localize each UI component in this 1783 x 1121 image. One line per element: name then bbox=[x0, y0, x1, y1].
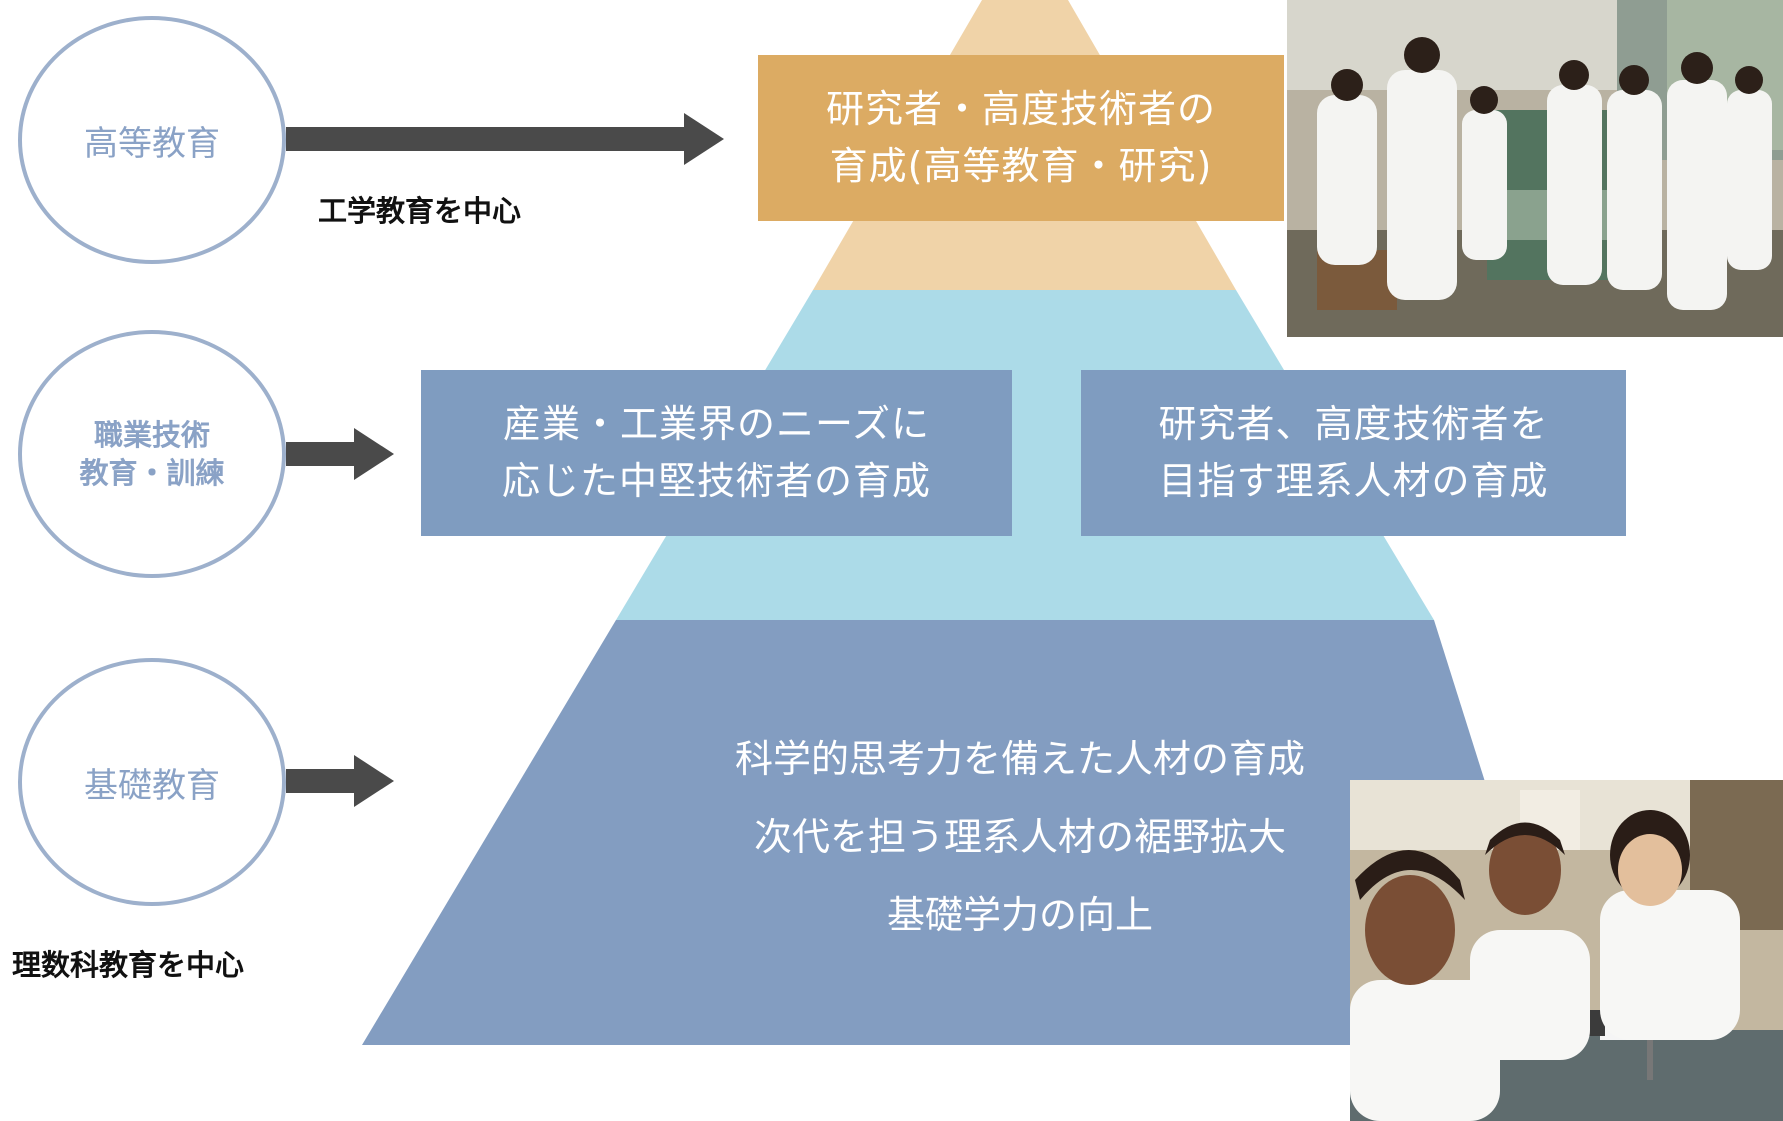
circle-label-basic: 基礎教育 bbox=[84, 765, 220, 806]
arrow-higher-education bbox=[286, 113, 724, 165]
arrow-basic-education bbox=[286, 755, 394, 807]
base-line-expand-science-base: 次代を担う理系人材の裾野拡大 bbox=[753, 815, 1286, 859]
pyramid-base-tier bbox=[362, 620, 1568, 1045]
circle-label-higher: 高等教育 bbox=[84, 123, 220, 164]
caption-engineering-focus: 工学教育を中心 bbox=[318, 194, 522, 228]
base-line-scientific-thinking: 科学的思考力を備えた人材の育成 bbox=[734, 737, 1305, 781]
lab-students-photo bbox=[1287, 0, 1783, 337]
circle-higher-education: 高等教育 bbox=[18, 16, 286, 264]
circle-basic-education: 基礎教育 bbox=[18, 658, 286, 906]
top-box-researchers: 研究者・高度技術者の 育成(高等教育・研究) bbox=[758, 55, 1284, 221]
middle-box-mid-level-engineers: 産業・工業界のニーズに 応じた中堅技術者の育成 bbox=[421, 370, 1012, 536]
base-line-basic-skills: 基礎学力の向上 bbox=[886, 893, 1153, 937]
middle-box-science-talent: 研究者、高度技術者を 目指す理系人材の育成 bbox=[1081, 370, 1626, 536]
arrow-vocational-education bbox=[286, 428, 394, 480]
caption-science-math-focus: 理数科教育を中心 bbox=[12, 948, 245, 982]
circle-vocational-education: 職業技術 教育・訓練 bbox=[18, 330, 286, 578]
circle-label-vocational: 職業技術 教育・訓練 bbox=[79, 418, 225, 490]
classroom-students-photo bbox=[1350, 780, 1783, 1121]
